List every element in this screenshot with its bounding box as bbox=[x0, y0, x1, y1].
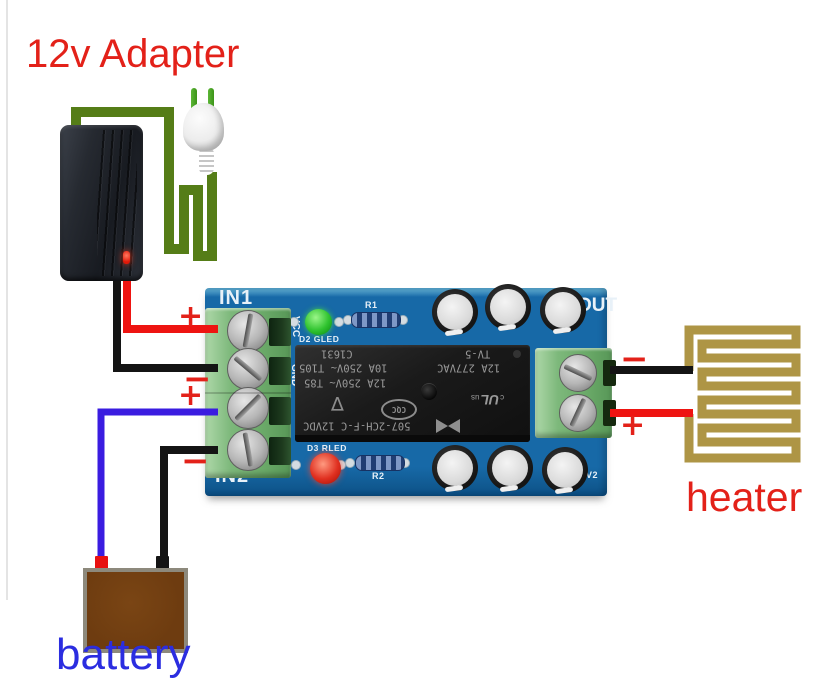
screw-terminal-out-positive bbox=[559, 394, 597, 432]
solder-pad bbox=[334, 317, 344, 327]
silkscreen-rled: D3 RLED bbox=[307, 443, 347, 453]
relay-module-board: IN1 IN2 OUT VCC GND R1 D2 GLED D3 RLED R… bbox=[205, 284, 617, 496]
wire-battery-negative bbox=[160, 446, 218, 560]
green-led bbox=[305, 309, 332, 335]
capacitor-top bbox=[490, 289, 526, 325]
out-minus-mark: − bbox=[620, 339, 649, 379]
wire-clamp-slot bbox=[269, 318, 291, 346]
resistor-r1 bbox=[351, 312, 401, 328]
power-plug bbox=[183, 103, 224, 151]
capacitor-2 bbox=[485, 284, 531, 330]
screw-terminal-out-negative bbox=[559, 354, 597, 392]
in2-plus-mark: + bbox=[178, 378, 204, 413]
screw-terminal-in2-positive bbox=[227, 387, 269, 429]
wire-battery-positive bbox=[97, 408, 218, 560]
screw-terminal-in1-positive bbox=[227, 310, 269, 352]
adapter-fold-lines bbox=[97, 130, 137, 276]
relay-pin-dimple bbox=[513, 350, 521, 358]
screw-terminal-in2-negative bbox=[227, 429, 269, 471]
solder-pad bbox=[291, 460, 301, 470]
silkscreen-r1: R1 bbox=[365, 300, 378, 310]
capacitor-5 bbox=[487, 445, 533, 491]
capacitor-top bbox=[545, 292, 581, 328]
wire-adapter-positive bbox=[123, 279, 218, 333]
adapter-power-led bbox=[123, 251, 130, 264]
silkscreen-gled: D2 GLED bbox=[299, 334, 340, 344]
power-adapter-body bbox=[60, 125, 143, 281]
in1-minus-mark: − bbox=[183, 359, 212, 399]
heater-label: heater bbox=[686, 474, 803, 520]
in2-minus-mark: − bbox=[181, 441, 210, 481]
capacitor-top bbox=[492, 450, 528, 486]
adapter-cord-wire bbox=[71, 107, 217, 261]
wire-adapter-negative bbox=[113, 279, 218, 372]
wire-clamp-slot bbox=[603, 400, 616, 426]
plug-pin-left bbox=[191, 88, 197, 109]
capacitor-3 bbox=[540, 287, 586, 333]
heater-element bbox=[684, 325, 801, 463]
silkscreen-v2: V2 bbox=[586, 470, 599, 480]
image-edge-line bbox=[6, 0, 8, 600]
output-terminal-block bbox=[535, 348, 616, 438]
in1-plus-mark: + bbox=[178, 299, 204, 334]
capacitor-top bbox=[547, 452, 583, 488]
red-led bbox=[310, 453, 341, 484]
capacitor-top bbox=[437, 294, 473, 330]
input-terminal-block bbox=[205, 308, 291, 478]
wire-clamp-slot bbox=[269, 397, 291, 425]
out-plus-mark: + bbox=[620, 408, 646, 443]
battery-body bbox=[83, 568, 188, 653]
plug-pin-right bbox=[208, 88, 214, 109]
wire-clamp-slot bbox=[269, 357, 291, 385]
silkscreen-out: OUT bbox=[577, 295, 618, 316]
battery-label: battery bbox=[56, 630, 191, 679]
capacitor-6 bbox=[542, 447, 588, 493]
capacitor-top bbox=[437, 450, 473, 486]
battery-terminal-positive bbox=[95, 556, 108, 569]
relay-center-dimple bbox=[421, 383, 437, 400]
capacitor-1 bbox=[432, 289, 478, 335]
silkscreen-r2: R2 bbox=[372, 471, 385, 481]
resistor-r2 bbox=[355, 455, 405, 471]
adapter-label: 12v Adapter bbox=[26, 32, 240, 76]
plug-cord-strain-relief bbox=[199, 147, 214, 175]
wire-clamp-slot bbox=[269, 437, 291, 465]
battery-terminal-negative bbox=[156, 556, 169, 569]
relay: C1631 10A 250V~ T105 12A 250V~ T85 12A 2… bbox=[295, 345, 530, 442]
silkscreen-in1: IN1 bbox=[219, 287, 254, 309]
capacitor-4 bbox=[432, 445, 478, 491]
